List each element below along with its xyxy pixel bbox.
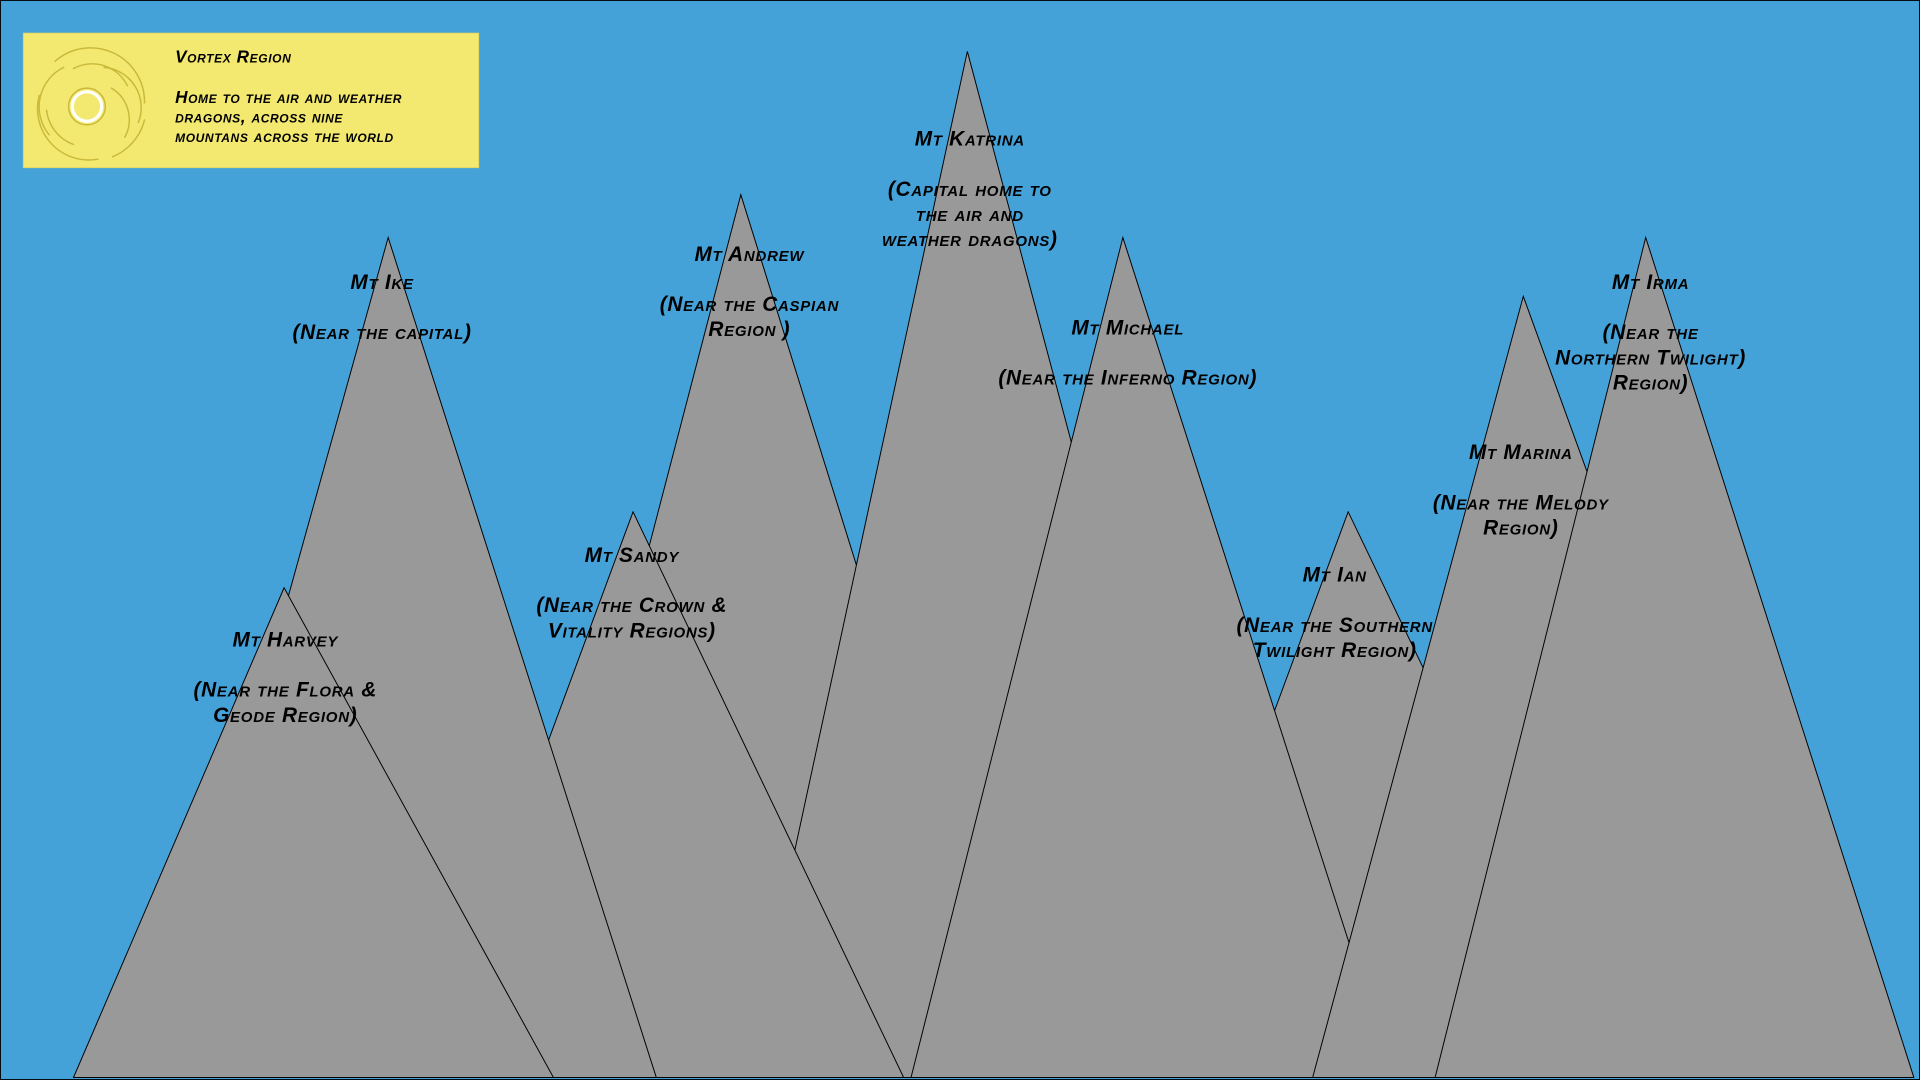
- mountain-description: Geode Region): [213, 704, 357, 727]
- legend-line: mountans across the world: [175, 126, 394, 146]
- mountain-name: Mt Katrina: [915, 128, 1025, 151]
- mountain-description: (Near the Melody: [1433, 491, 1610, 514]
- legend-line: dragons, across nine: [175, 106, 343, 126]
- mountain-label-sandy: Mt Sandy (Near the Crown &Vitality Region…: [536, 544, 727, 642]
- mountain-michael: [910, 235, 1393, 1079]
- mountain-description: Northern Twilight): [1555, 346, 1746, 369]
- mountain-label-ike: Mt Ike (Near the capital): [292, 271, 471, 344]
- mountain-description: (Near the capital): [292, 321, 471, 344]
- mountain-description: Region): [1613, 371, 1688, 394]
- mountain-name: Mt Ian: [1303, 564, 1368, 587]
- mountain-description: Vitality Regions): [548, 619, 716, 642]
- mountain-description: Region ): [708, 318, 790, 341]
- mountain-description: (Near the Caspian: [660, 293, 840, 316]
- vortex-swirl-icon: [36, 47, 146, 161]
- mountain-name: Mt Harvey: [233, 629, 340, 652]
- mountain-description: the air and: [916, 203, 1024, 226]
- mountain-name: Mt Irma: [1612, 271, 1689, 294]
- mountain-description: (Near the Southern: [1236, 614, 1433, 637]
- mountain-label-harvey: Mt Harvey (Near the Flora &Geode Region): [193, 629, 377, 727]
- mountain-description: (Near the: [1603, 321, 1699, 344]
- mountain-description: (Capital home to: [888, 178, 1052, 201]
- mountain-name: Mt Michael: [1071, 316, 1184, 339]
- mountain-name: Mt Sandy: [585, 544, 681, 567]
- mountain-name: Mt Andrew: [694, 243, 805, 266]
- mountain-description: weather dragons): [882, 228, 1058, 251]
- mountain-name: Mt Marina: [1469, 441, 1573, 464]
- mountain-description: (Near the Inferno Region): [998, 366, 1257, 389]
- mountain-description: Region): [1483, 516, 1558, 539]
- mountain-description: (Near the Crown &: [536, 594, 727, 617]
- mountain-description: Twilight Region): [1253, 639, 1417, 662]
- mountain-name: Mt Ike: [350, 271, 414, 294]
- mountain-label-michael: Mt Michael (Near the Inferno Region): [998, 316, 1257, 389]
- mountain-harvey: [72, 586, 555, 1079]
- mountain-irma: [1434, 235, 1915, 1079]
- mountain-description: (Near the Flora &: [193, 679, 377, 702]
- legend-box: Vortex Region Home to the air and weathe…: [22, 32, 480, 169]
- legend-title: Vortex Region: [175, 46, 291, 66]
- legend-line: Home to the air and weather: [175, 87, 402, 107]
